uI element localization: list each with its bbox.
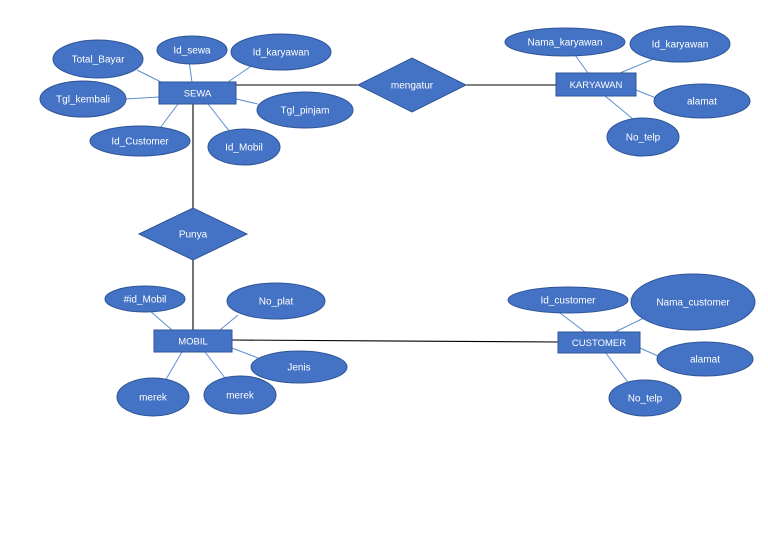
attribute-karyawan-id-karyawan-label: Id_karyawan [652, 40, 709, 51]
attribute-sewa-id-mobil-label: Id_Mobil [225, 143, 263, 154]
entity-karyawan-label: KARYAWAN [570, 80, 623, 91]
attribute-total-bayar[interactable]: Total_Bayar [52, 39, 144, 79]
attribute-sewa-id-mobil[interactable]: Id_Mobil [207, 128, 281, 166]
attribute-customer-id-customer-label: Id_customer [540, 296, 596, 307]
attribute-karyawan-no-telp-label: No_telp [626, 133, 661, 144]
entity-mobil-label: MOBIL [178, 337, 208, 348]
attribute-tgl-kembali[interactable]: Tgl_kembali [39, 80, 127, 118]
attribute-merek-1-label: merek [139, 393, 168, 404]
entity-karyawan[interactable]: KARYAWAN [555, 72, 637, 97]
relationship-mengatur[interactable]: mengatur [356, 57, 468, 113]
connector-karyawan-nama [574, 54, 589, 74]
connector-sewa-id-mobil [207, 103, 231, 133]
relationship-mengatur-label: mengatur [391, 81, 434, 92]
attribute-customer-no-telp-label: No_telp [628, 394, 663, 405]
attribute-karyawan-alamat[interactable]: alamat [653, 83, 751, 119]
connector-customer-no-telp [604, 351, 631, 386]
entity-customer[interactable]: CUSTOMER [557, 331, 641, 354]
connector-mobil-jenis [231, 347, 259, 359]
attribute-jenis[interactable]: Jenis [250, 350, 348, 384]
relationship-connectors [192, 84, 559, 343]
attribute-connectors [124, 54, 659, 386]
connector-mobil-id-mobil [149, 310, 173, 331]
relationship-punya[interactable]: Punya [137, 207, 249, 261]
attribute-tgl-pinjam[interactable]: Tgl_pinjam [256, 91, 354, 129]
attribute-karyawan-no-telp[interactable]: No_telp [606, 117, 680, 157]
connector-mobil-no-plat [219, 314, 239, 331]
attribute-customer-no-telp[interactable]: No_telp [608, 379, 682, 417]
attribute-customer-alamat-label: alamat [690, 355, 720, 366]
attribute-total-bayar-label: Total_Bayar [72, 55, 125, 66]
attribute-sewa-id-karyawan[interactable]: Id_karyawan [230, 33, 332, 71]
attribute-mobil-id-mobil-label: #id_Mobil [124, 295, 167, 306]
connector-customer-id [559, 312, 586, 333]
connector-karyawan-no-telp [604, 95, 634, 120]
attribute-no-plat-label: No_plat [259, 297, 294, 308]
connector-sewa-tgl-pinjam [235, 98, 259, 105]
entity-sewa-label: SEWA [184, 89, 212, 100]
attribute-karyawan-id-karyawan[interactable]: Id_karyawan [629, 25, 731, 63]
connector-mobil-merek-1 [164, 351, 183, 382]
connector-customer-alamat [639, 347, 659, 357]
attribute-no-plat[interactable]: No_plat [226, 282, 326, 320]
connector-sewa-id-sewa [188, 60, 193, 83]
attribute-customer-id-customer[interactable]: Id_customer [507, 286, 629, 314]
connector-sewa-tgl-kembali [124, 96, 160, 100]
entity-customer-label: CUSTOMER [572, 338, 626, 349]
attribute-customer-alamat[interactable]: alamat [656, 341, 754, 377]
attribute-nama-karyawan-label: Nama_karyawan [527, 38, 602, 49]
entity-mobil[interactable]: MOBIL [153, 329, 233, 353]
connector-mobil-customer [231, 339, 559, 343]
connector-karyawan-id [619, 57, 657, 74]
attribute-tgl-kembali-label: Tgl_kembali [56, 95, 110, 106]
attribute-nama-customer-label: Nama_customer [656, 298, 730, 309]
attribute-karyawan-alamat-label: alamat [687, 97, 717, 108]
attribute-jenis-label: Jenis [287, 363, 310, 374]
relationship-punya-label: Punya [179, 230, 208, 241]
connector-karyawan-alamat [635, 89, 657, 99]
attribute-nama-customer[interactable]: Nama_customer [630, 273, 756, 331]
attribute-id-sewa[interactable]: Id_sewa [156, 35, 228, 65]
attribute-merek-1[interactable]: merek [116, 377, 190, 417]
attribute-merek-2[interactable]: merek [203, 375, 277, 415]
attribute-tgl-pinjam-label: Tgl_pinjam [281, 106, 330, 117]
attribute-sewa-id-karyawan-label: Id_karyawan [253, 48, 310, 59]
attribute-mobil-id-mobil[interactable]: #id_Mobil [104, 285, 186, 313]
attribute-sewa-id-customer-label: Id_Customer [111, 137, 169, 148]
attribute-nama-karyawan[interactable]: Nama_karyawan [504, 27, 626, 57]
connector-mobil-merek-2 [204, 351, 226, 379]
entity-sewa[interactable]: SEWA [158, 81, 237, 105]
attribute-id-sewa-label: Id_sewa [173, 46, 211, 57]
connector-sewa-id-customer [159, 103, 179, 129]
attribute-sewa-id-customer[interactable]: Id_Customer [89, 125, 191, 157]
attribute-merek-2-label: merek [226, 391, 255, 402]
